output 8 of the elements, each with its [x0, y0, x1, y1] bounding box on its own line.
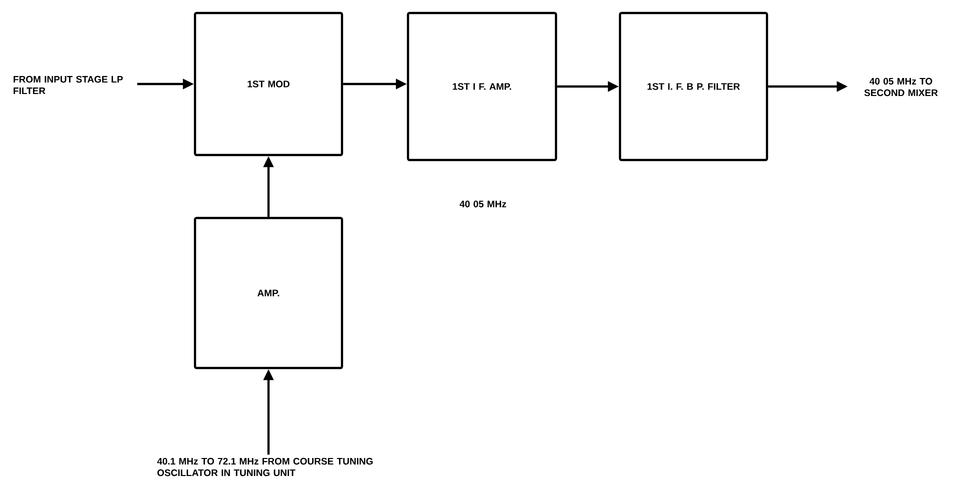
block-box: 1ST MOD — [194, 12, 344, 156]
block-box: AMP. — [194, 216, 344, 370]
signal-text: FROM INPUT STAGE LP FILTER — [14, 76, 123, 94]
signal-text: 40.1 MHz TO 72.1 MHz FROM COURSE TUNING OSCILLATOR IN TUNING UNIT — [157, 458, 373, 476]
signal-text: 40 05 MHz TO SECOND MIXER — [864, 78, 938, 96]
block-box: 1ST I F. AMP. — [406, 12, 558, 162]
block-box: 1ST I. F. B P. FILTER — [618, 12, 768, 162]
frequency-label: 40 05 MHz — [460, 200, 506, 208]
